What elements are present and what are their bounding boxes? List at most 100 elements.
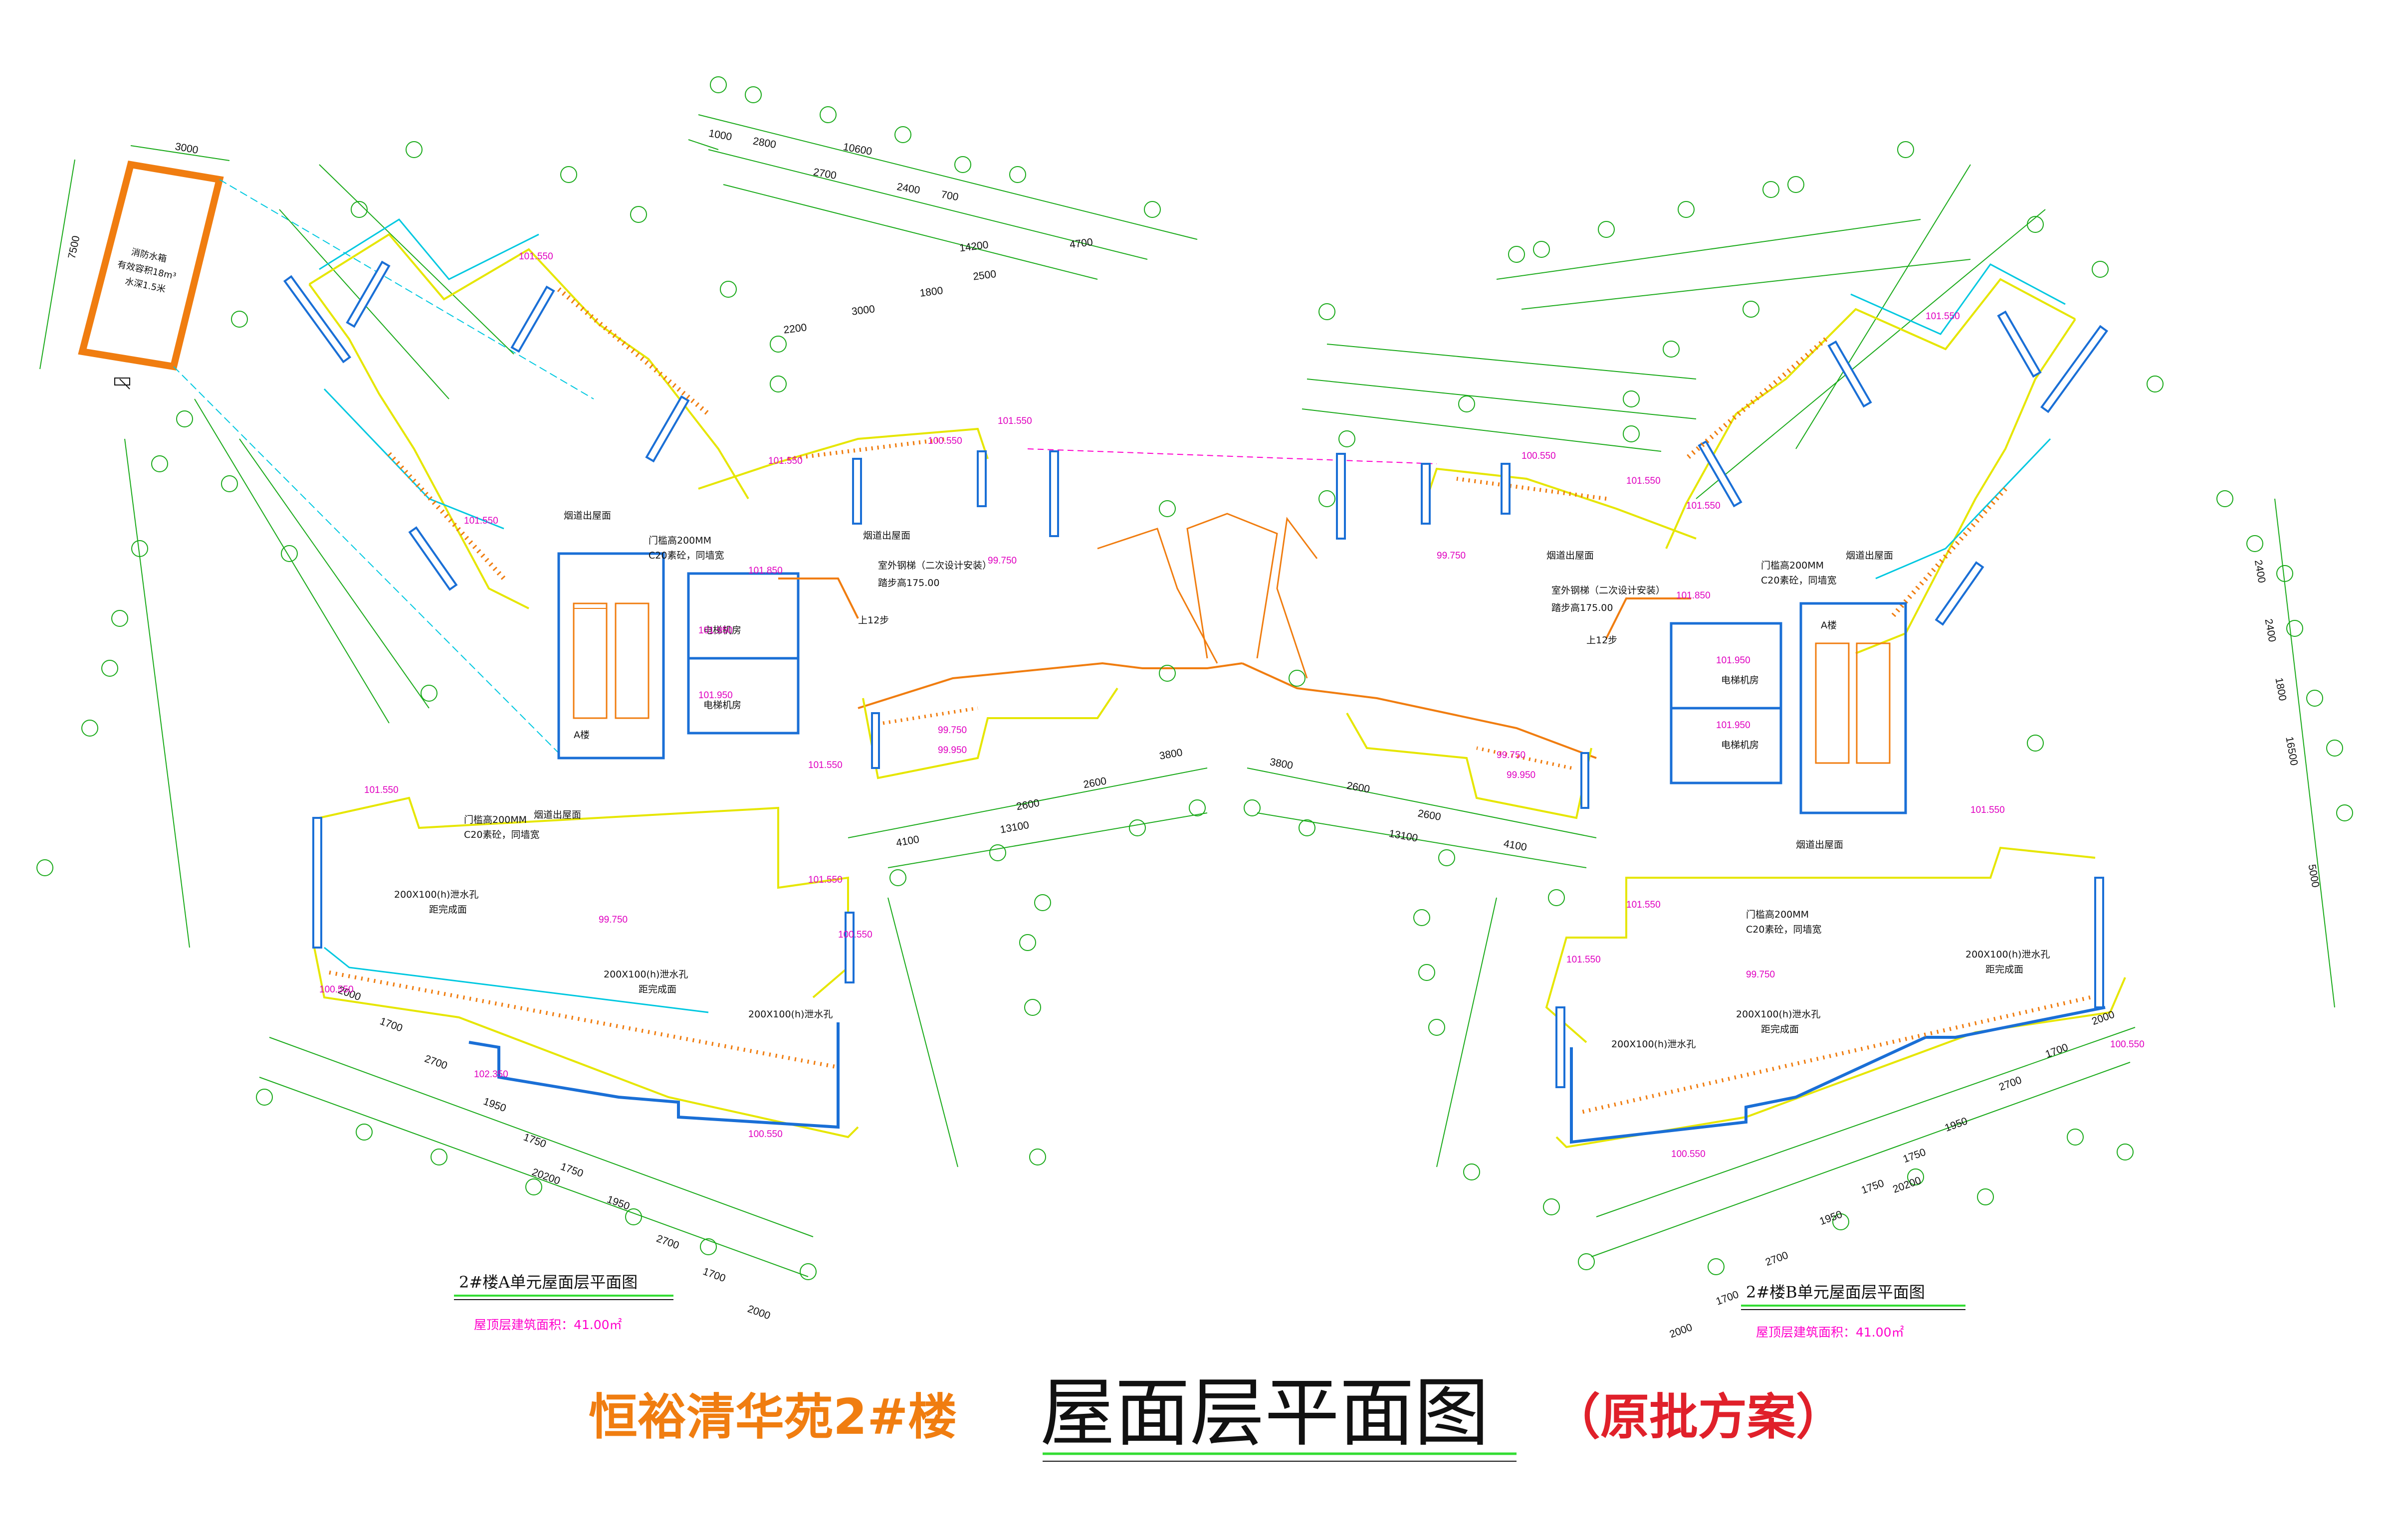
elev-15: 99.750 — [599, 915, 628, 925]
note-vent-a2: 200X100(h)泄水孔 — [604, 969, 688, 980]
note-vent-a2-sub: 距完成面 — [639, 984, 676, 995]
note-flue-6: 烟道出屋面 — [1796, 839, 1843, 850]
main-title-block: 恒裕清华苑2#楼 屋面层平面图 （原批方案） — [589, 1370, 1845, 1462]
elev-22: 101.950 — [1716, 655, 1750, 666]
note-flue-1: 烟道出屋面 — [564, 510, 611, 521]
note-flue-3: 烟道出屋面 — [534, 809, 581, 820]
note-vent-b-sub: 距完成面 — [1985, 964, 2023, 975]
tank-dim-height: 7500 — [66, 235, 82, 260]
elev-28: 101.550 — [1626, 476, 1661, 486]
note-steps-b: 上12步 — [1586, 635, 1617, 646]
dim-center-5: 2600 — [1346, 780, 1371, 795]
elev-10: 99.750 — [938, 725, 967, 736]
dim-bottom-a-3: 1950 — [482, 1096, 508, 1115]
dim-bottom-a-total: 20200 — [530, 1166, 562, 1187]
note-door-sill-b2: C20素砼，同墙宽 — [1761, 575, 1836, 586]
note-elevator-a1: 电梯机房 — [703, 625, 741, 636]
note-unit-a: A楼 — [574, 730, 590, 741]
dim-bottom-b-1: 1700 — [1715, 1289, 1741, 1308]
dim-top-mid-1: 2200 — [783, 322, 807, 336]
elev-14: 101.550 — [808, 875, 843, 885]
note-vent-b3: 200X100(h)泄水孔 — [1611, 1039, 1696, 1050]
title-project: 恒裕清华苑2#楼 — [589, 1389, 957, 1446]
note-door-sill-b-lower: 门槛高200MM — [1746, 909, 1809, 920]
annotations: 门槛高200MM C20素砼，同墙宽 门槛高200MM C20素砼，同墙宽 室外… — [394, 510, 2050, 1050]
dim-bottom-b-6: 1950 — [1943, 1115, 1969, 1134]
note-elevator-a2: 电梯机房 — [703, 700, 741, 711]
elev-16: 100.550 — [319, 984, 354, 995]
dim-center-9: 13100 — [1388, 828, 1419, 844]
elev-6: 101.850 — [748, 566, 783, 576]
tank-depth: 水深1.5米 — [124, 276, 167, 295]
dim-top-mid-3: 1800 — [919, 285, 943, 299]
elev-5: 101.550 — [464, 516, 498, 526]
dim-right-0: 2400 — [2252, 559, 2268, 584]
plan-b-caption-block: 2#楼B单元屋面层平面图 屋顶层建筑面积：41.00㎡ — [1741, 1283, 1965, 1340]
note-vent-a3: 200X100(h)泄水孔 — [748, 1009, 833, 1020]
elev-1: 101.550 — [519, 251, 553, 262]
tank-dim-width: 3000 — [174, 141, 199, 156]
dim-bottom-b-4: 1750 — [1860, 1177, 1886, 1196]
note-flue-4: 烟道出屋面 — [1546, 550, 1594, 561]
dim-top-mid-0: 14200 — [959, 239, 989, 254]
plan-a-caption: 2#楼A单元屋面层平面图 — [459, 1273, 638, 1292]
note-stair-a2: 踏步高175.00 — [878, 578, 939, 588]
dim-top-a-4: 2400 — [896, 181, 921, 196]
dim-top-mid-4: 2500 — [972, 268, 997, 283]
note-vent-a-sub: 距完成面 — [429, 904, 467, 915]
dim-top-a-3: 2700 — [813, 166, 838, 182]
dim-bottom-a-9: 2000 — [746, 1303, 772, 1322]
note-vent-a1: 200X100(h)泄水孔 — [394, 889, 478, 900]
axis-bubbles — [36, 76, 2353, 1280]
elev-31: 101.550 — [1626, 900, 1661, 910]
title-note: （原批方案） — [1551, 1389, 1845, 1446]
dim-center-0: 4100 — [895, 833, 920, 849]
dim-right-8: 16500 — [2283, 736, 2300, 767]
note-flue-2: 烟道出屋面 — [863, 530, 910, 541]
plan-a-area: 屋顶层建筑面积：41.00㎡ — [474, 1318, 622, 1332]
dim-top-a-1: 2800 — [752, 135, 777, 151]
dim-center-3: 3800 — [1158, 747, 1183, 762]
note-vent-b1: 200X100(h)泄水孔 — [1965, 949, 2050, 960]
elev-20: 99.750 — [1437, 551, 1466, 561]
elev-26: 101.550 — [1686, 501, 1721, 511]
dim-top-a-0: 1000 — [708, 128, 733, 143]
elev-4: 101.550 — [998, 416, 1032, 426]
dim-bottom-a-8: 1700 — [701, 1266, 727, 1285]
elev-12: 101.550 — [808, 760, 843, 770]
elev-35: 100.550 — [1671, 1149, 1706, 1159]
note-door-sill-a-lower: 门槛高200MM — [464, 814, 527, 825]
dim-bottom-b-5: 1750 — [1902, 1147, 1928, 1165]
elev-27: 100.550 — [1522, 451, 1556, 461]
building-a-outline — [283, 218, 1437, 1139]
dim-right-6: 1800 — [2273, 677, 2288, 702]
dim-bottom-a-1: 1700 — [378, 1015, 404, 1034]
note-unit-b: A楼 — [1821, 620, 1837, 631]
dim-top-mid-5: 4700 — [1069, 236, 1093, 251]
note-stair-a: 室外钢梯（二次设计安装） — [878, 560, 992, 571]
note-door-sill-a2: C20素砼，同墙宽 — [649, 550, 724, 561]
note-vent-b2: 200X100(h)泄水孔 — [1736, 1009, 1820, 1020]
elev-8: 101.950 — [698, 690, 733, 701]
dim-bottom-b-2: 2700 — [1764, 1250, 1790, 1269]
plan-b-area: 屋顶层建筑面积：41.00㎡ — [1756, 1325, 1904, 1340]
elev-9: 99.750 — [988, 556, 1017, 566]
dim-center-1: 2600 — [1016, 797, 1041, 813]
note-door-sill-a: 门槛高200MM — [649, 535, 711, 546]
elev-13: 101.550 — [364, 785, 399, 795]
elev-25: 99.950 — [1507, 770, 1535, 780]
elev-18: 102.350 — [474, 1069, 508, 1080]
note-steps-a: 上12步 — [858, 615, 889, 626]
dim-bottom-b-0: 2000 — [1668, 1322, 1694, 1341]
elev-30: 101.550 — [1970, 805, 2005, 815]
note-stair-b: 室外钢梯（二次设计安装） — [1551, 585, 1665, 596]
note-door-sill-b: 门槛高200MM — [1761, 560, 1824, 571]
note-door-sill-b-lower2: C20素砼，同墙宽 — [1746, 924, 1821, 935]
elev-17: 100.550 — [838, 930, 872, 940]
note-door-sill-a-lower2: C20素砼，同墙宽 — [464, 829, 539, 840]
note-elevator-b1: 电梯机房 — [1721, 675, 1759, 686]
elev-7: 101.950 — [698, 625, 733, 636]
building-b-outline — [1242, 263, 2126, 1149]
axis-grid-lines — [124, 114, 2335, 1277]
